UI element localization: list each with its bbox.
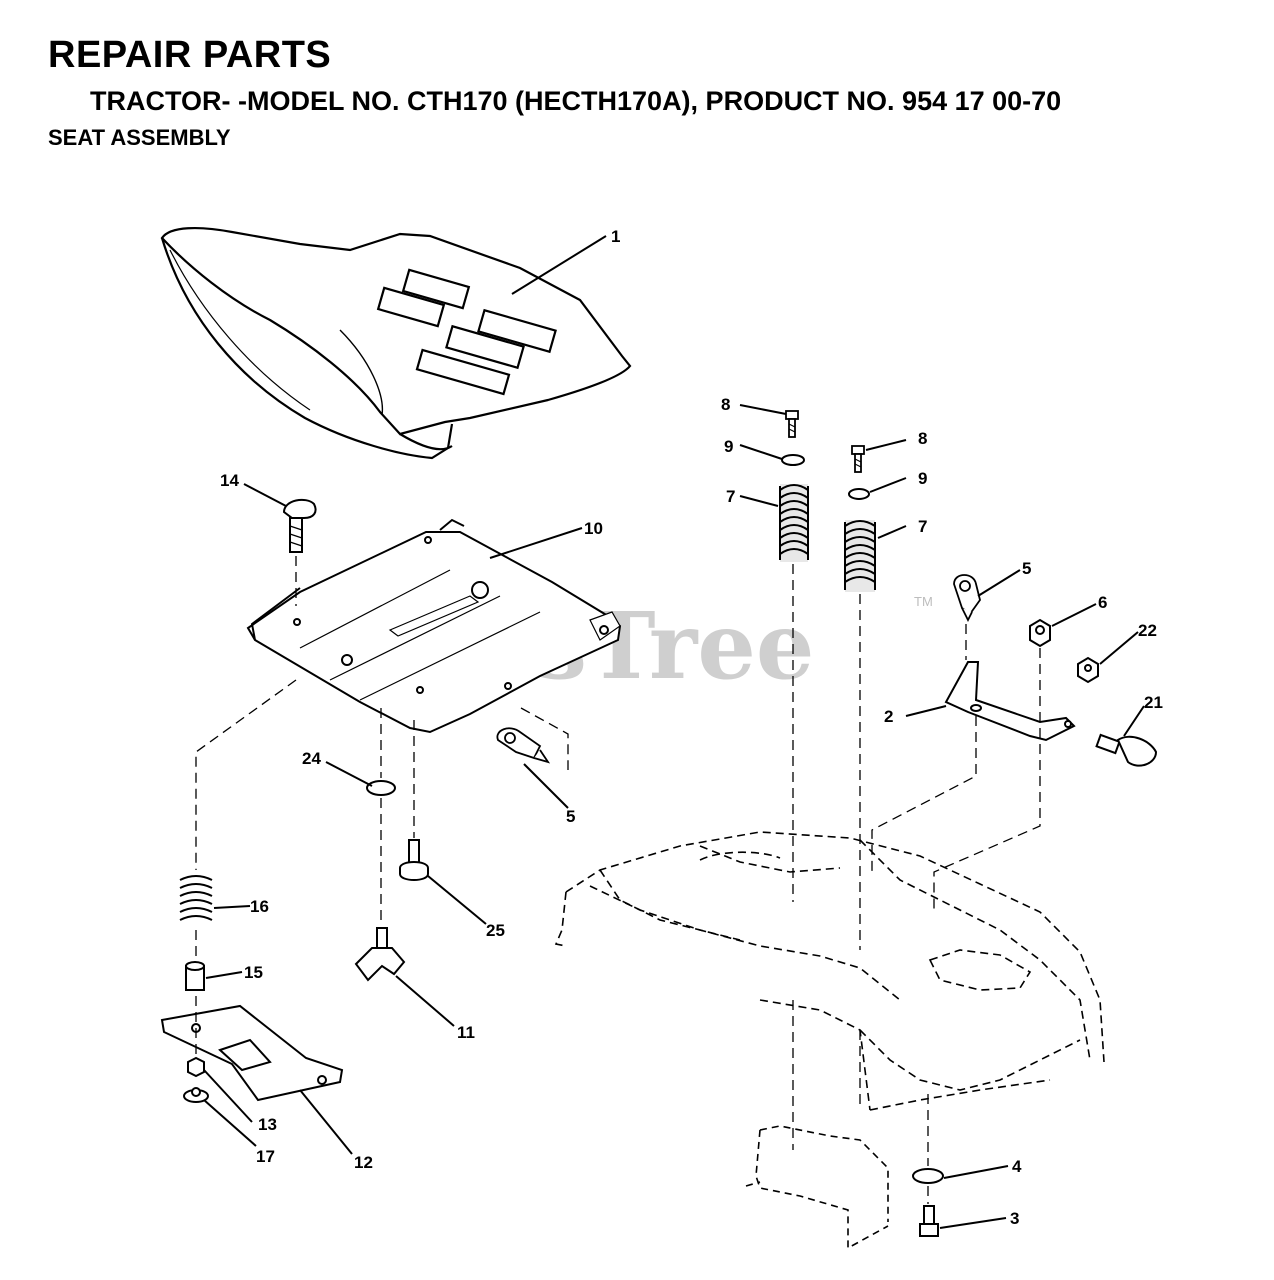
- spring-7-right: [844, 520, 876, 592]
- callout-13: 13: [258, 1115, 277, 1134]
- callout-7-right: 7: [918, 517, 927, 536]
- callout-9-right: 9: [918, 469, 927, 488]
- knob-11: [354, 927, 406, 982]
- callout-8-right: 8: [918, 429, 927, 448]
- washer-9-left: [781, 454, 805, 466]
- seat: [160, 226, 632, 460]
- callout-6: 6: [1098, 593, 1107, 612]
- shoulder-bolt-21: [1095, 733, 1158, 767]
- callout-10: 10: [584, 519, 603, 538]
- callout-7-left: 7: [726, 487, 735, 506]
- callout-25: 25: [486, 921, 505, 940]
- callout-21: 21: [1144, 693, 1163, 712]
- model-line: TRACTOR- -MODEL NO. CTH170 (HECTH170A), …: [90, 86, 1062, 116]
- callout-4: 4: [1012, 1157, 1022, 1176]
- callout-1: 1: [611, 227, 620, 246]
- callout-2: 2: [884, 707, 893, 726]
- page-title: REPAIR PARTS: [48, 34, 332, 76]
- plate-12: [160, 1004, 344, 1102]
- nut-13: [187, 1056, 205, 1078]
- callout-11: 11: [457, 1023, 475, 1042]
- callout-17: 17: [256, 1147, 275, 1166]
- nut-22: [1077, 656, 1099, 684]
- assembly-dashed-lines: [195, 556, 1041, 1204]
- callout-22: 22: [1138, 621, 1157, 640]
- section-title: SEAT ASSEMBLY: [48, 125, 231, 150]
- callout-16: 16: [250, 897, 269, 916]
- callout-5-right: 5: [1022, 559, 1031, 578]
- cable-clip-5-left: [496, 727, 551, 764]
- watermark-trademark: TM: [914, 594, 933, 609]
- callout-3: 3: [1010, 1209, 1019, 1228]
- callout-5-left: 5: [566, 807, 575, 826]
- fender-outline: [554, 831, 1105, 1111]
- callout-9-left: 9: [724, 437, 733, 456]
- washer-9-right: [848, 488, 870, 500]
- callout-14: 14: [220, 471, 239, 490]
- cable-clip-5-right: [953, 574, 981, 623]
- callout-8-left: 8: [721, 395, 730, 414]
- leader-lines: [203, 235, 1145, 1229]
- frame-bracket-outline: [745, 1125, 889, 1250]
- callout-12: 12: [354, 1153, 373, 1172]
- bracket-2: [944, 661, 1076, 742]
- bolt-3: [919, 1205, 939, 1237]
- callout-15: 15: [244, 963, 263, 982]
- spring-7-left: [779, 484, 809, 562]
- washer-24: [366, 780, 396, 796]
- screw-8-left: [785, 410, 799, 438]
- screw-8-right: [851, 445, 865, 473]
- hex-nut-6: [1029, 618, 1051, 648]
- flange-nut-17: [183, 1087, 209, 1103]
- bolt-25: [399, 839, 429, 881]
- seat-pan: [246, 518, 622, 734]
- spring-16: [179, 875, 213, 921]
- washer-4: [912, 1168, 944, 1184]
- carriage-bolt-14: [282, 498, 317, 553]
- spacer-15: [185, 961, 205, 991]
- callout-24: 24: [302, 749, 321, 768]
